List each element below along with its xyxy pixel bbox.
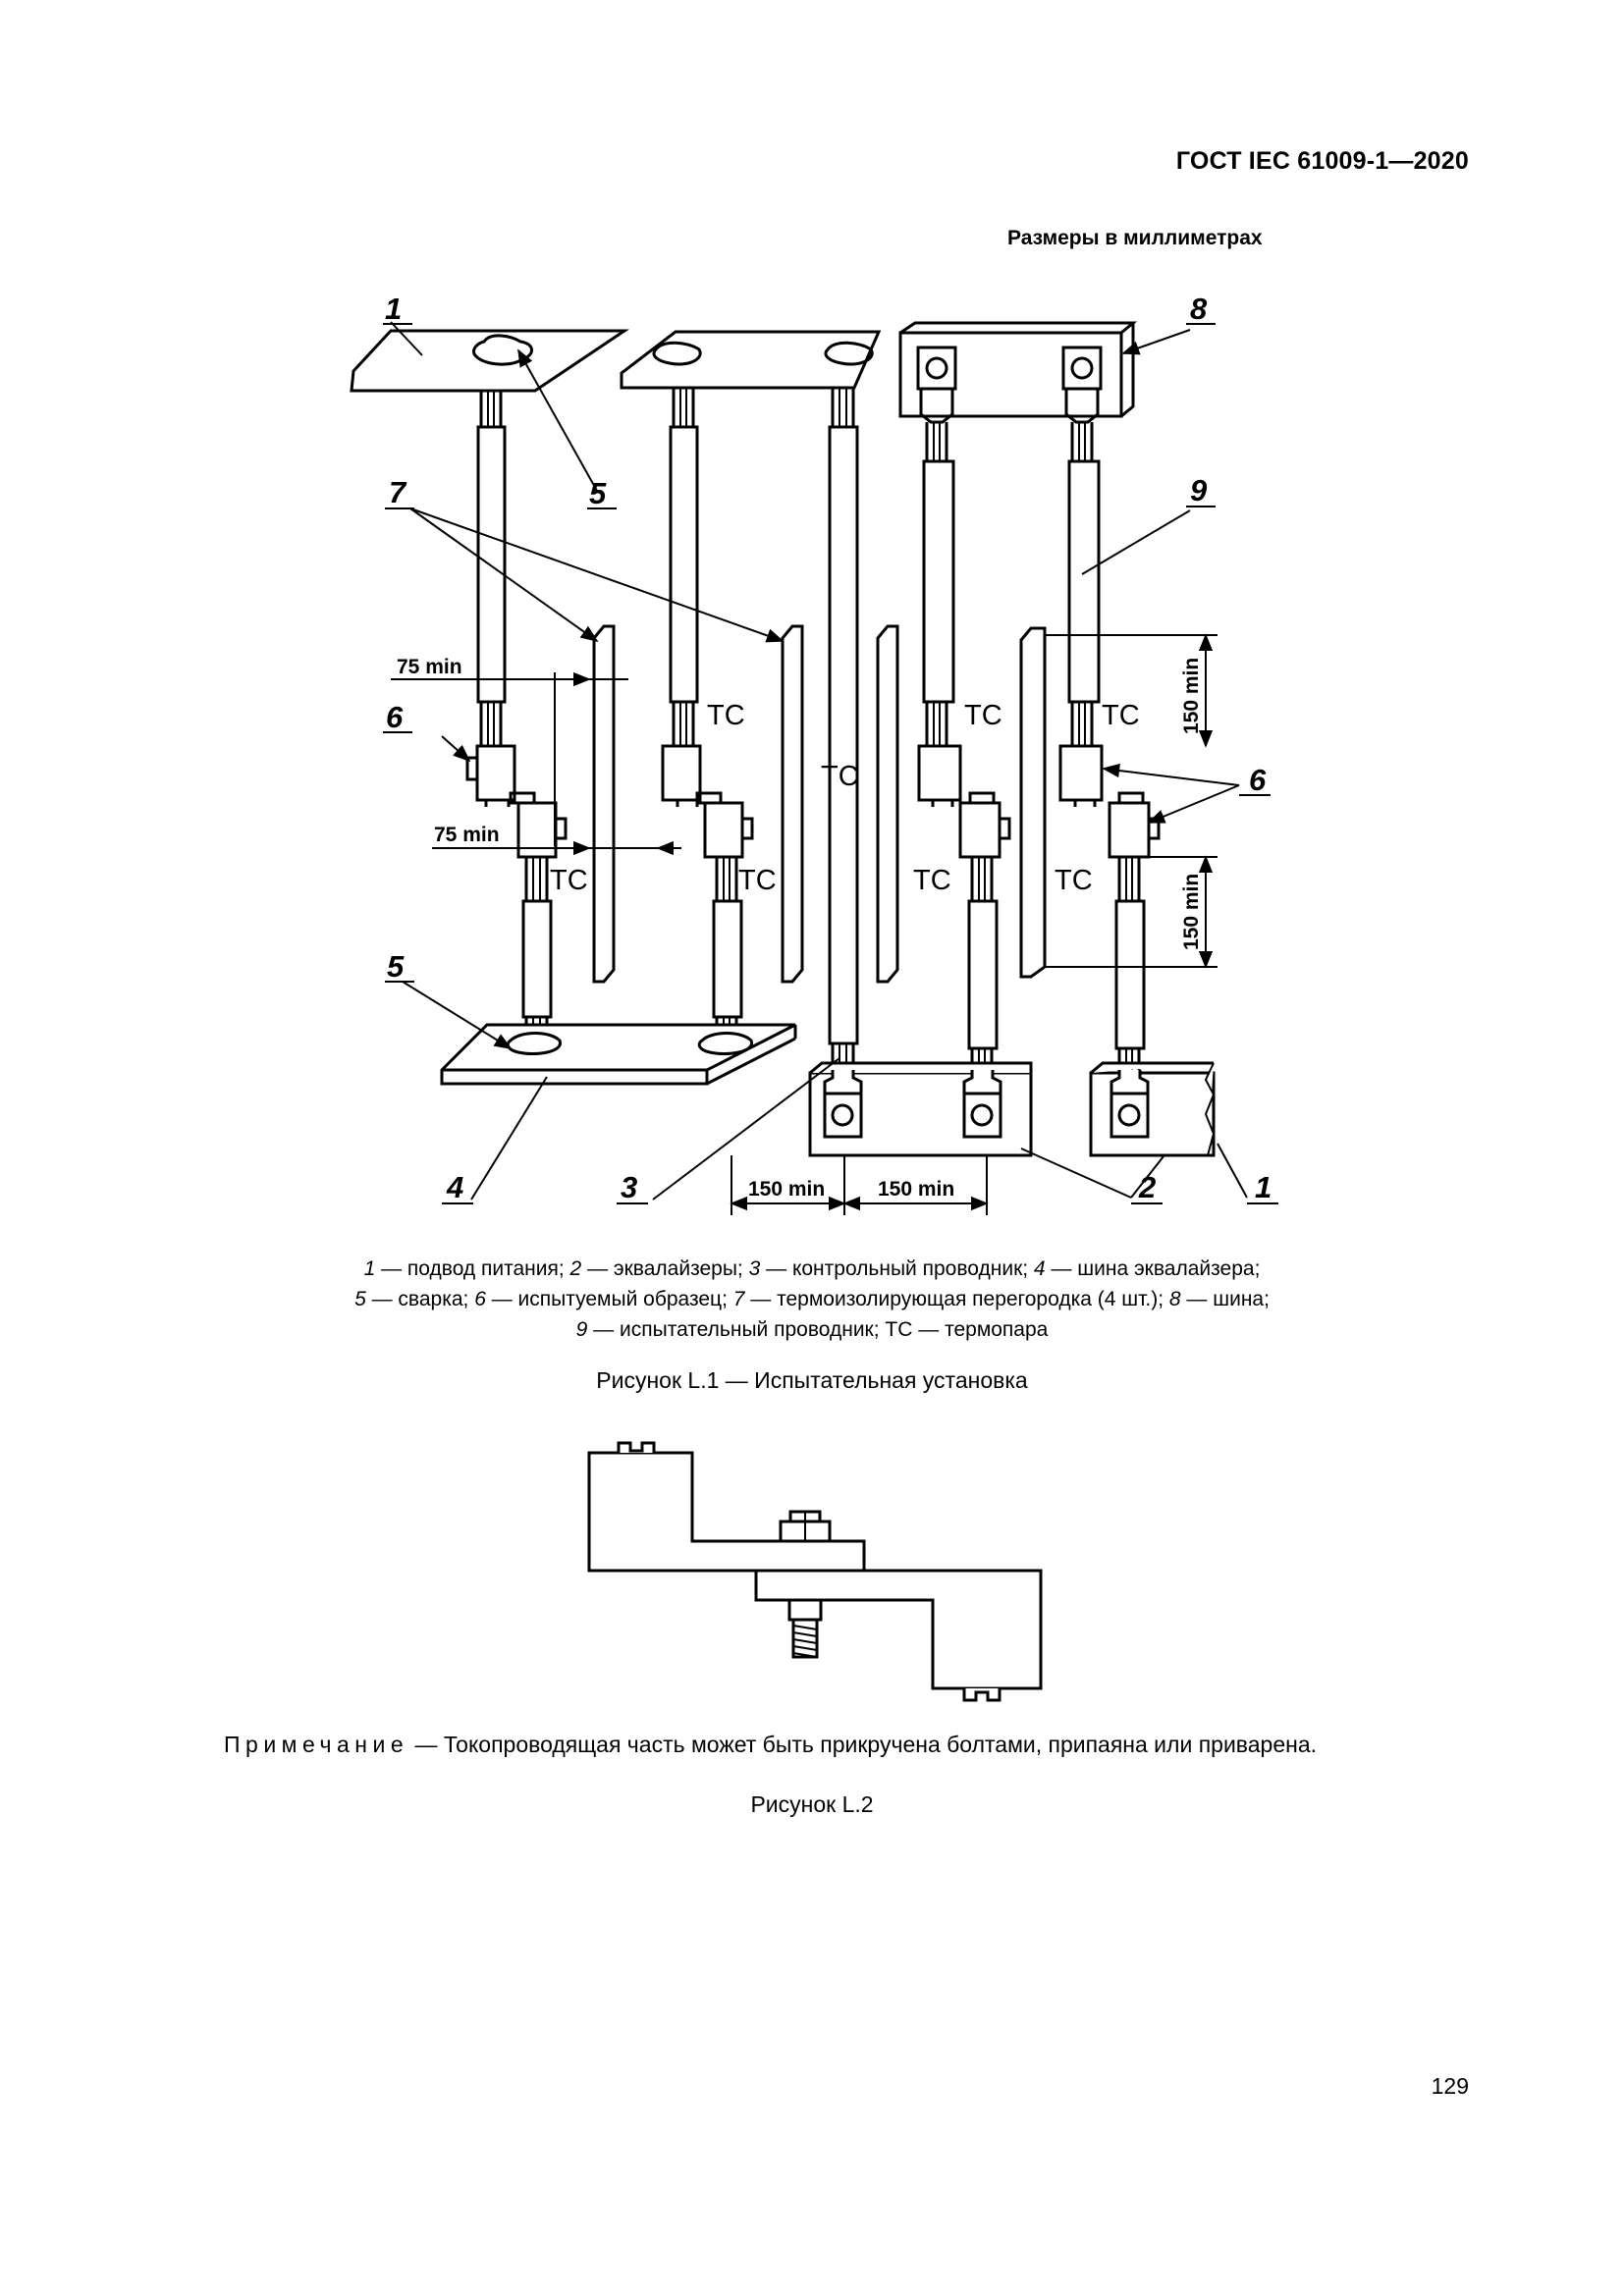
tc-label: TC [821,761,859,792]
lug-bus8-b [1061,346,1103,391]
figure-l1-test-setup: 1 5 7 8 9 6 6 5 4 3 2 1 75 min 75 min 15… [350,292,1278,1215]
weld-3 [824,341,874,366]
tc-label: TC [550,865,588,896]
figure-l1-title: Рисунок L.1 — Испытательная установка [596,1367,1028,1393]
column-e [1058,422,1161,1070]
callout-1-bottom: 1 [1255,1170,1272,1204]
dim-75-lower: 75 min [434,824,500,846]
tc-label: TC [1055,865,1093,896]
figure-l2-title: Рисунок L.2 [750,1791,874,1817]
callout-6-left: 6 [386,700,404,734]
legend-line-1: 1 — подвод питания; 2 — эквалайзеры; 3 —… [0,1254,1624,1284]
legend-text: — контрольный проводник; [760,1257,1034,1280]
callout-7: 7 [389,475,407,509]
legend-num: 5 [354,1288,366,1310]
callout-1-top: 1 [385,292,402,326]
legend-num: 1 [363,1257,376,1280]
legend-num: 6 [474,1288,486,1310]
dim-150-right: 150 min [878,1178,954,1201]
figure-l1-legend: 1 — подвод питания; 2 — эквалайзеры; 3 —… [0,1254,1624,1345]
callout-2: 2 [1138,1170,1156,1204]
legend-line-3: 9 — испытательный проводник; TC — термоп… [0,1314,1624,1345]
tc-label: TC [738,865,777,896]
column-a [465,391,568,1050]
callout-5-bottom: 5 [387,949,405,984]
tc-label: TC [964,700,1002,731]
equalizer-lugs [823,1070,1150,1139]
standard-designation: ГОСТ IEC 61009-1—2020 [1175,147,1469,175]
legend-line-2: 5 — сварка; 6 — испытуемый образец; 7 — … [0,1284,1624,1314]
note-text: — Токопроводящая часть может быть прикру… [408,1732,1318,1757]
dim-150-vertical-upper: 150 min [1180,658,1203,734]
legend-num: 7 [732,1288,745,1310]
legend-text: — шина; [1180,1288,1270,1310]
note-label: Примечание [224,1732,409,1757]
equalizer-bus-plate-4 [440,1023,796,1086]
legend-text: — сварка; [365,1288,475,1310]
legend-text: — подвод питания; [375,1257,570,1280]
callout-6-right: 6 [1249,763,1267,797]
note: Примечание — Токопроводящая часть может … [224,1732,1317,1758]
weld-5 [697,1032,753,1055]
dim-75-upper: 75 min [397,656,462,678]
dim-150-left: 150 min [748,1178,825,1201]
column-d [917,422,1011,1070]
callout-5-top: 5 [589,476,607,510]
legend-text: — термоизолирующая перегородка (4 шт.); [744,1288,1169,1310]
dim-150-vertical-lower: 150 min [1180,874,1203,950]
page-number: 129 [1431,2073,1469,2099]
tc-label: TC [1102,700,1140,731]
tc-label: TC [707,700,745,731]
weld-2 [652,341,702,366]
dimensions-note: Размеры в миллиметрах [1007,227,1263,249]
legend-num: 8 [1168,1288,1181,1310]
legend-num: 9 [575,1318,588,1341]
callout-9: 9 [1190,473,1208,507]
callout-4: 4 [446,1170,463,1204]
supply-plate-1 [350,329,629,393]
legend-text: — эквалайзеры; [581,1257,749,1280]
legend-text: — испытательный проводник; TC — термопар… [587,1318,1049,1341]
column-c-reference-conductor [828,388,859,1070]
legend-text: — испытуемый образец; [485,1288,733,1310]
legend-num: 2 [569,1257,582,1280]
legend-num: 3 [748,1257,761,1280]
legend-text: — шина эквалайзера; [1045,1257,1261,1280]
callout-3: 3 [621,1170,637,1204]
figure-l2-joint [587,1441,1043,1702]
column-b [661,388,754,1050]
lug-bus8-a [916,346,957,391]
equalizer-blocks [808,1061,1216,1157]
tc-label: TC [913,865,951,896]
callout-8: 8 [1190,292,1208,326]
legend-num: 4 [1033,1257,1046,1280]
